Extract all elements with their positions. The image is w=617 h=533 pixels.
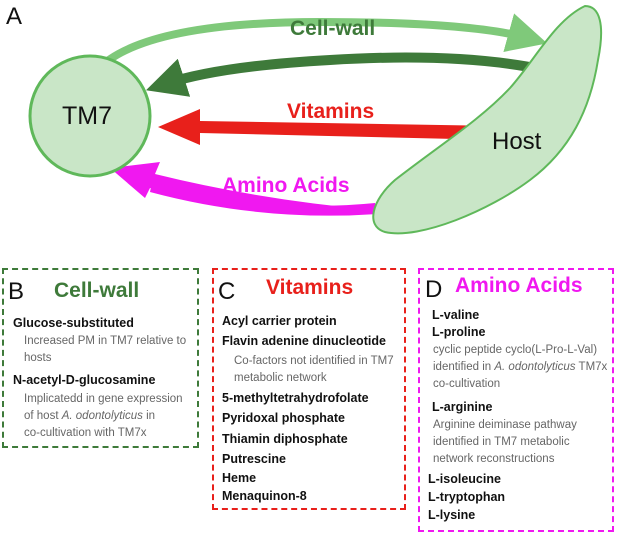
aminoacids-note-peptide: cyclic peptide cyclo(L-Pro-L-Val) identi… [433,344,608,390]
interaction-diagram [28,4,603,235]
cellwall-box-title: Cell-wall [54,279,140,302]
vitamins-item-acp: Acyl carrier protein [222,314,337,328]
cellwall-note-nag: Implicatedd in gene expression of host A… [24,393,183,439]
vitamins-box [212,268,406,510]
cellwall-box [2,268,199,448]
aminoacids-item-isoleucine: L-isoleucine [428,472,501,486]
aminoacids-box [418,268,614,532]
aminoacids-item-valine: L-valine [432,308,480,322]
aminoacids-box-title: Amino Acids [455,274,583,297]
aminoacids-item-proline: L-proline [432,325,486,339]
vitamins-item-fad: Flavin adenine dinucleotide [222,334,386,348]
panel-b-letter: B [8,278,25,305]
vitamins-arrow-label: Vitamins [287,100,375,123]
vitamins-note-cofactors: Co-factors not identified in TM7 metabol… [234,355,394,384]
panel-c-letter: C [218,278,236,305]
vitamins-item-putrescine: Putrescine [222,452,286,466]
cellwall-import-arrow [145,52,547,97]
aminoacids-arrow-label: Amino Acids [222,174,350,197]
cellwall-arrow-label: Cell-wall [290,17,376,40]
aminoacids-item-lysine: L-lysine [428,508,476,522]
panel-a-letter: A [6,3,23,30]
aminoacids-item-arginine: L-arginine [432,400,493,414]
host-node [372,4,603,235]
cellwall-note-glucose: Increased PM in TM7 relative to hosts [24,335,187,364]
cellwall-export-arrow [91,13,548,76]
vitamins-item-thiamin: Thiamin diphosphate [222,432,348,446]
vitamins-item-heme: Heme [222,471,257,485]
aminoacids-note-arginine: Arginine deiminase pathway identified in… [433,419,577,465]
cellwall-item-glucose: Glucose-substituted [13,316,134,330]
tm7-label: TM7 [62,102,112,130]
host-label: Host [492,128,542,155]
tm7-node [28,54,152,178]
vitamins-box-title: Vitamins [266,276,354,299]
panel-d-letter: D [425,276,443,303]
aminoacids-item-tryptophan: L-tryptophan [428,490,506,504]
aminoacids-arrow-body [150,182,378,216]
vitamins-item-menaquinon: Menaquinon-8 [222,489,307,503]
cellwall-item-nag: N-acetyl-D-glucosamine [13,373,156,387]
vitamins-item-methyl: 5-methyltetrahydrofolate [222,391,369,405]
vitamins-arrow [158,109,500,145]
vitamins-item-pyridoxal: Pyridoxal phosphate [222,411,345,425]
